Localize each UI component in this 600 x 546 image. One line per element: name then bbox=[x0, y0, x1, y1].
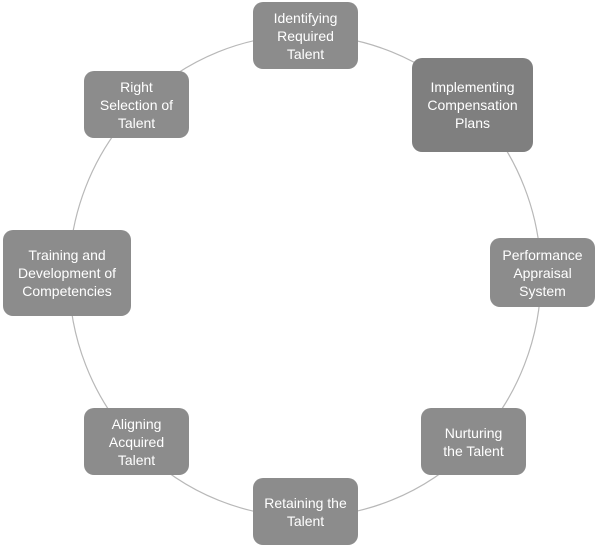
node-performance-appraisal-system: Performance Appraisal System bbox=[490, 238, 595, 307]
node-right-selection-of-talent: Right Selection of Talent bbox=[84, 71, 189, 138]
node-nurturing-the-talent: Nurturing the Talent bbox=[421, 408, 526, 475]
node-identifying-required-talent: Identifying Required Talent bbox=[253, 2, 358, 69]
node-implementing-compensation-plans: Implementing Compensation Plans bbox=[412, 58, 533, 152]
node-retaining-the-talent: Retaining the Talent bbox=[253, 478, 358, 545]
node-training-and-development: Training and Development of Competencies bbox=[3, 230, 131, 316]
node-aligning-acquired-talent: Aligning Acquired Talent bbox=[84, 408, 189, 475]
